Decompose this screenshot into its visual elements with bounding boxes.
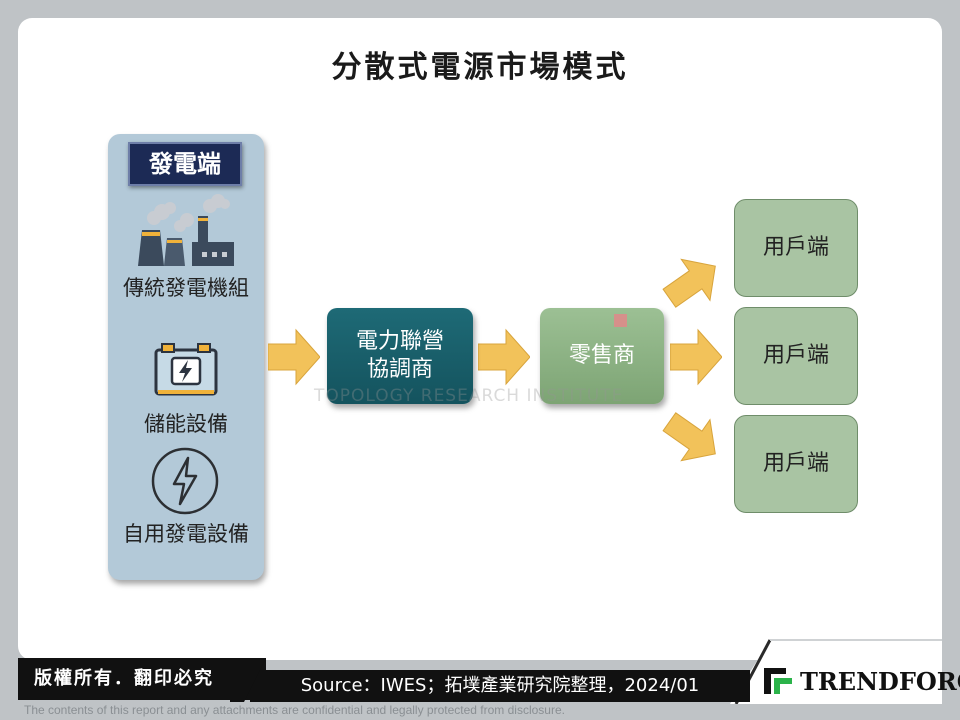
user-node-1: 用戶端 [734,199,858,297]
lightning-icon [151,447,219,515]
generation-item-self-use: 自用發電設備 [123,522,249,546]
retailer-label: 零售商 [568,343,635,368]
arrow-retailer-to-user-top [662,258,716,308]
page-title: 分散式電源市場模式 [331,50,629,85]
footer-copyright: 版權所有．翻印必究 [18,658,266,700]
generation-item-storage: 儲能設備 [144,412,228,436]
retailer-node: 零售商 [540,308,664,404]
user-node-2: 用戶端 [734,307,858,405]
arrow-retailer-to-user-middle [670,328,722,386]
generation-badge: 發電端 [128,142,242,186]
arrow-retailer-to-user-bottom [662,412,716,462]
user-label: 用戶端 [762,451,829,476]
battery-icon [154,343,218,396]
footer-disclaimer: The contents of this report and any atta… [24,703,565,717]
arrow-coordinator-to-retailer [478,328,530,386]
footer-left-slant [230,658,266,702]
user-label: 用戶端 [762,235,829,260]
coordinator-label-line2: 協調商 [366,357,433,382]
generation-item-traditional: 傳統發電機組 [123,276,249,300]
watermark-logo-icon [614,314,627,327]
coordinator-label-line1: 電力聯營 [355,329,444,354]
arrow-generation-to-coordinator [268,328,320,386]
trendforce-mark-icon [764,668,792,694]
trendforce-logo: TRENDFORCE [762,664,960,698]
user-label: 用戶端 [762,343,829,368]
trendforce-logo-text: TRENDFORCE [800,666,960,696]
factory-icon [138,194,234,266]
coordinator-node: 電力聯營 協調商 [327,308,473,404]
footer-source: Source：IWES；拓墣產業研究院整理，2024/01 [250,670,750,702]
user-node-3: 用戶端 [734,415,858,513]
watermark-text: TOPOLOGY RESEARCH INSTITUTE [314,386,624,406]
